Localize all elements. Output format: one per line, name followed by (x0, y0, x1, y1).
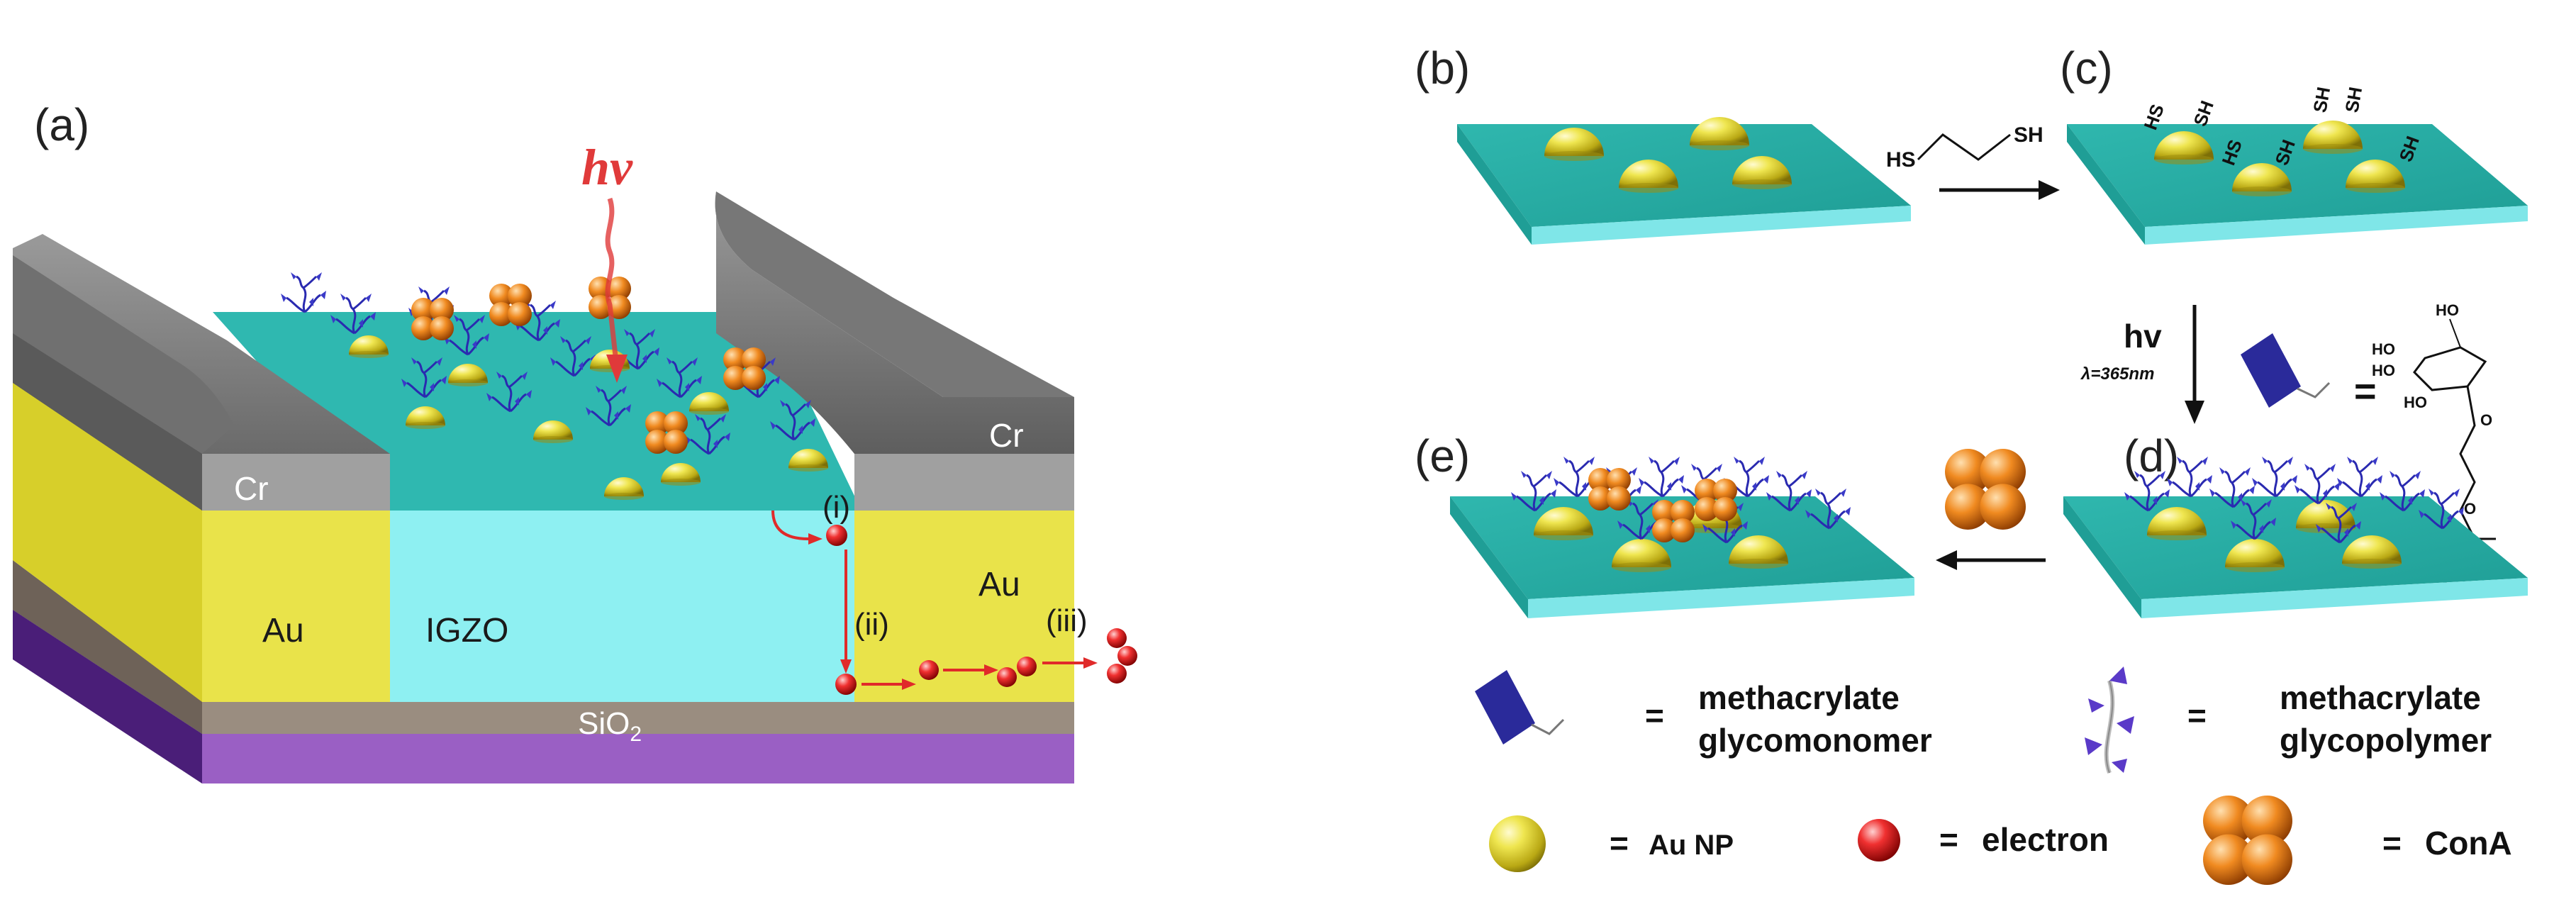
panel-a: (a) Cr Cr Au Au IGZO SiO2 Bac (13, 99, 1137, 815)
electron-i (826, 525, 847, 546)
glycomonomer-structure: HO HO HO HO O O (2372, 301, 2496, 596)
reaction-d-to-e (1936, 449, 2046, 570)
back-gate-side (13, 610, 202, 783)
plate-b-side (1457, 124, 1532, 245)
oxide-label: SiO2 (578, 706, 642, 746)
cr-right-cap (715, 191, 1074, 397)
plate-c-front (2145, 206, 2528, 245)
glycomonomer-icon (1475, 670, 1535, 745)
step-ii-label: (ii) (854, 607, 889, 642)
cr-left-front (202, 454, 390, 511)
reagent-right: SH (2014, 123, 2043, 147)
equals-reaction: = (2354, 370, 2377, 413)
glycomonomer-eq: = (1645, 697, 1664, 734)
cr-left-ridge (13, 255, 234, 454)
panel-a-label: (a) (34, 99, 89, 150)
reaction-c-to-d: hv λ=365nm = HO HO HO HO O O (2080, 301, 2496, 596)
electron-iii-e (1117, 646, 1137, 666)
hv-label-a: hv (581, 139, 633, 196)
cr-left-top (13, 234, 390, 511)
cona-eq: = (2382, 825, 2402, 861)
cr-right-top (715, 191, 1074, 454)
cr-right-label: Cr (989, 417, 1024, 454)
cona-reagent (1945, 449, 2026, 530)
cr-left-side (13, 333, 202, 511)
svg-text:HO: HO (2372, 340, 2395, 358)
glycomonomer-line1: methacrylate (1698, 679, 1900, 716)
glycopolymer-line1: methacrylate (2280, 679, 2481, 716)
au-left-label: Au (262, 612, 304, 649)
svg-text:HO: HO (2404, 394, 2427, 411)
svg-text:O: O (2464, 500, 2476, 518)
panel-c-label: (c) (2060, 43, 2113, 94)
cr-left-label: Cr (234, 470, 269, 507)
glycopolymer-icon (2085, 667, 2134, 774)
au-np-label: Au NP (1649, 830, 1734, 861)
oxide-front (202, 702, 1074, 734)
electron-iii-d (1107, 628, 1127, 648)
step-iii-label: (iii) (1046, 603, 1088, 638)
thiol-c-5: SH (2309, 85, 2334, 114)
plate-e-front (1528, 578, 1914, 618)
electron-iii-f (1107, 664, 1127, 684)
igzo-label: IGZO (425, 612, 508, 649)
oxide-side (13, 560, 202, 734)
panel-d-label: (d) (2124, 430, 2179, 481)
glycopolymer-line2: glycopolymer (2280, 722, 2492, 759)
reagent-left: HS (1886, 148, 1916, 172)
panel-b-label: (b) (1415, 43, 1470, 94)
ethanedithiol-bonds (1917, 133, 2011, 161)
light-wave-a (605, 197, 620, 369)
electron-path (771, 510, 1137, 695)
au-np-icon (1489, 815, 1546, 872)
au-left-front (202, 511, 390, 702)
electron-label: electron (1982, 821, 2109, 858)
hv-label-cd: hv (2124, 318, 2162, 355)
glycomonomer-line2: glycomonomer (1698, 722, 1932, 759)
step-i-arrow (771, 510, 809, 540)
panel-e-label: (e) (1415, 430, 1470, 481)
panel-d: (d) (2063, 430, 2528, 618)
cona-label: ConA (2425, 825, 2512, 861)
panel-b: (b) (1415, 43, 1911, 245)
step-i-label: (i) (823, 490, 850, 525)
plate-d-front (2141, 578, 2528, 618)
au-right-front (854, 511, 1074, 702)
electron-iii-a (919, 660, 939, 680)
igzo-front (390, 511, 854, 702)
svg-text:HO: HO (2436, 301, 2459, 319)
plate-d-side (2063, 496, 2141, 618)
panel-c: (c) HS SH HS SH SH SH SH (2060, 43, 2528, 245)
glycopolymer-eq: = (2187, 697, 2207, 734)
wavelength-label: λ=365nm (2080, 364, 2154, 384)
electron-ii (835, 674, 857, 695)
light-arrowhead-a (606, 355, 628, 383)
plate-b-front (1532, 206, 1911, 245)
electron-icon (1858, 819, 1900, 861)
cr-right-front (854, 454, 1074, 511)
svg-text:O: O (2480, 411, 2492, 429)
glycomonomer-icon-reaction (2241, 333, 2301, 408)
legend: = methacrylate glycomonomer = methacryla… (1475, 667, 2512, 885)
panel-e: (e) (1415, 430, 1914, 618)
cona-icon (2203, 796, 2292, 885)
plate-c-side (2067, 124, 2145, 245)
au-right-label: Au (978, 566, 1020, 603)
plate-e-side (1450, 496, 1528, 618)
electron-iii-b (997, 667, 1017, 687)
electron-eq: = (1939, 821, 1958, 858)
thiol-c-6: SH (2341, 85, 2366, 114)
back-gate-label: Back Gate (560, 779, 713, 815)
reaction-b-to-c: HS SH (1886, 123, 2060, 200)
back-gate-front (202, 734, 1074, 783)
svg-text:HO: HO (2372, 362, 2395, 379)
au-np-eq: = (1610, 825, 1629, 861)
electron-iii-c (1017, 657, 1037, 676)
